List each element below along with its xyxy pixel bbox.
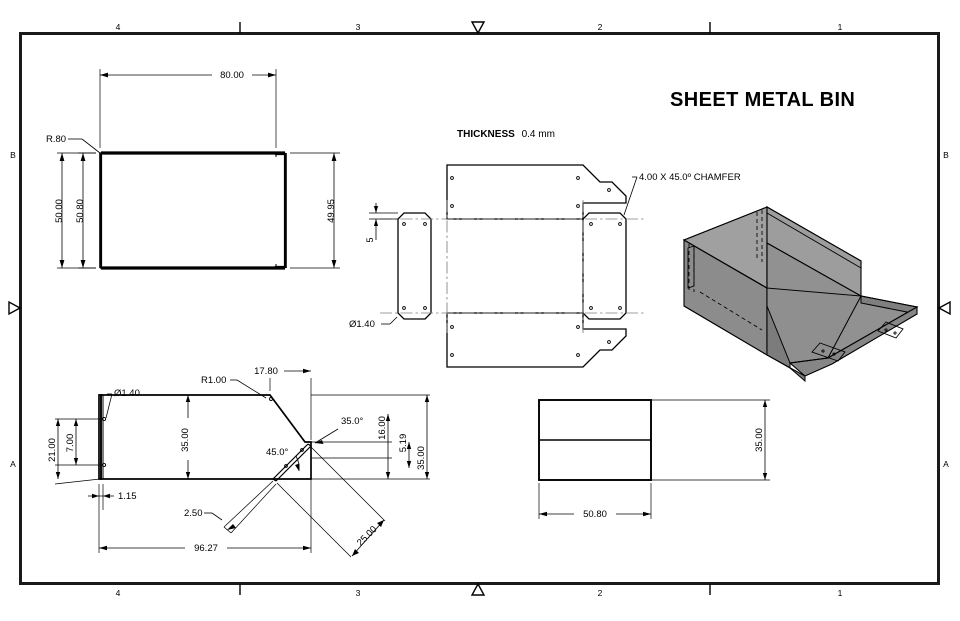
flat-hole-marks xyxy=(402,176,622,357)
frame-zone-markers-bottom xyxy=(239,584,711,595)
side-view-holes xyxy=(101,397,304,468)
zone-label-bottom-2: 2 xyxy=(598,588,603,598)
iso-tab-plates xyxy=(811,321,904,362)
side-view-chamfer-bracket xyxy=(272,443,312,482)
dim-7-00: 7.00 xyxy=(65,419,79,465)
dim-r-80: R.80 xyxy=(46,134,101,154)
thickness-note-label: THICKNESS xyxy=(457,129,515,140)
iso-detail-edges xyxy=(683,207,918,364)
dim-21-00: 21.00 xyxy=(47,419,61,479)
thickness-note: THICKNESS 0.4 mm xyxy=(457,129,555,140)
dim-35-0-deg-label: 35.0° xyxy=(341,416,363,427)
dim-35-00-left: 35.00 xyxy=(180,395,195,479)
zone-label-bottom-4: 4 xyxy=(116,588,121,598)
dim-1-15: 1.15 xyxy=(88,491,137,502)
note-chamfer: 4.00 X 45.0º CHAMFER xyxy=(623,172,741,216)
dim-17-80-label: 17.80 xyxy=(254,366,278,377)
dim-45-0-deg-label: 45.0° xyxy=(266,447,288,458)
dim-5-19: 5.19 xyxy=(398,434,412,468)
dim-16-00: 16.00 xyxy=(377,414,391,479)
dim-80-00-label: 80.00 xyxy=(220,70,244,81)
dim-21-00-label: 21.00 xyxy=(47,438,58,462)
dim-50-00-label: 50.00 xyxy=(54,199,65,223)
dim-50-80-label: 50.80 xyxy=(75,199,86,223)
dim-5-19-label: 5.19 xyxy=(398,434,409,453)
frame-center-marker-left xyxy=(8,300,22,316)
frame-zone-markers-top xyxy=(239,22,711,33)
dim-35-0-deg: 35.0° xyxy=(314,416,363,444)
view-flat-pattern: 5 Ø1.40 4.00 X 45.0º CHAMFER xyxy=(349,164,741,368)
dim-r1-00: R1.00 xyxy=(201,375,267,399)
flat-bend-lines xyxy=(380,200,645,333)
iso-left-tabs xyxy=(687,245,695,289)
view-isometric xyxy=(682,206,919,383)
front-dim-35-00: 35.00 xyxy=(754,400,768,480)
zone-label-top-4: 4 xyxy=(116,22,121,32)
zone-label-right-a: A xyxy=(943,459,949,469)
zone-label-right-b: B xyxy=(943,150,949,160)
view-side: 21.00 7.00 1.15 Ø1.40 35.00 xyxy=(47,364,430,558)
dim-flat-hole-dia: Ø1.40 xyxy=(349,316,398,330)
front-dim-50-80: 50.80 xyxy=(539,507,651,521)
zone-label-top-1: 1 xyxy=(838,22,843,32)
dim-2-50: 2.50 xyxy=(184,480,277,534)
dim-35-00-right-label: 35.00 xyxy=(416,446,427,470)
dim-1-15-label: 1.15 xyxy=(118,491,137,502)
front-dim-35-00-label: 35.00 xyxy=(754,428,765,452)
dim-50-00: 50.00 xyxy=(54,153,65,268)
dim-17-80: 17.80 xyxy=(248,364,311,377)
dim-r-80-label: R.80 xyxy=(46,134,66,145)
dim-7-00-label: 7.00 xyxy=(65,434,76,453)
dim-flange-5-label: 5 xyxy=(365,237,375,242)
thickness-note-value: 0.4 mm xyxy=(522,129,555,140)
zone-label-top-3: 3 xyxy=(356,22,361,32)
iso-face-bottom-edge xyxy=(766,354,806,383)
front-view-ext-lines xyxy=(538,399,770,519)
dim-16-00-label: 16.00 xyxy=(377,416,388,440)
dim-49-95: 49.95 xyxy=(326,153,337,268)
dim-side-hole-dia-label: Ø1.40 xyxy=(114,388,140,399)
dim-45-0-deg: 45.0° xyxy=(266,447,300,472)
dim-50-80: 50.80 xyxy=(75,153,86,268)
frame-center-marker-top xyxy=(470,21,486,35)
dim-flat-hole-dia-label: Ø1.40 xyxy=(349,319,375,330)
dim-35-00-left-label: 35.00 xyxy=(180,428,191,452)
zone-label-top-2: 2 xyxy=(598,22,603,32)
flat-lower-flap xyxy=(446,312,627,368)
zone-label-left-a: A xyxy=(10,459,16,469)
zone-label-bottom-3: 3 xyxy=(356,588,361,598)
top-view-ext-lines xyxy=(57,69,340,269)
dim-96-27-label: 96.27 xyxy=(194,543,218,554)
frame-center-marker-bottom xyxy=(470,582,486,596)
dim-flange-5: 5 xyxy=(365,203,398,243)
dim-2-50-label: 2.50 xyxy=(184,508,203,519)
dim-r1-00-label: R1.00 xyxy=(201,375,226,386)
dim-80-00: 80.00 xyxy=(100,68,276,82)
dim-49-95-label: 49.95 xyxy=(326,199,337,223)
page-title: SHEET METAL BIN xyxy=(670,89,855,111)
note-chamfer-label: 4.00 X 45.0º CHAMFER xyxy=(639,172,741,183)
frame-center-marker-right xyxy=(937,300,951,316)
zone-label-left-b: B xyxy=(10,150,16,160)
view-top-plan: 80.00 50.00 50.80 49.95 R.80 xyxy=(46,68,340,270)
front-dim-50-80-label: 50.80 xyxy=(583,509,607,520)
view-front: 35.00 50.80 xyxy=(538,399,770,521)
zone-label-bottom-1: 1 xyxy=(838,588,843,598)
dim-96-27: 96.27 xyxy=(99,541,311,555)
dim-side-hole-dia: Ø1.40 xyxy=(105,388,140,419)
side-view-ext-lines xyxy=(54,378,430,553)
dim-35-00-right: 35.00 xyxy=(416,395,430,479)
